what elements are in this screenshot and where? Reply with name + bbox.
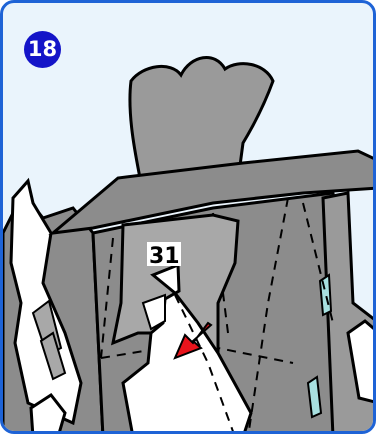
step-number-badge: 18 — [24, 31, 61, 68]
part-number-label: 31 — [149, 244, 180, 269]
papercraft-assembly-illustration: 31 — [3, 3, 376, 434]
